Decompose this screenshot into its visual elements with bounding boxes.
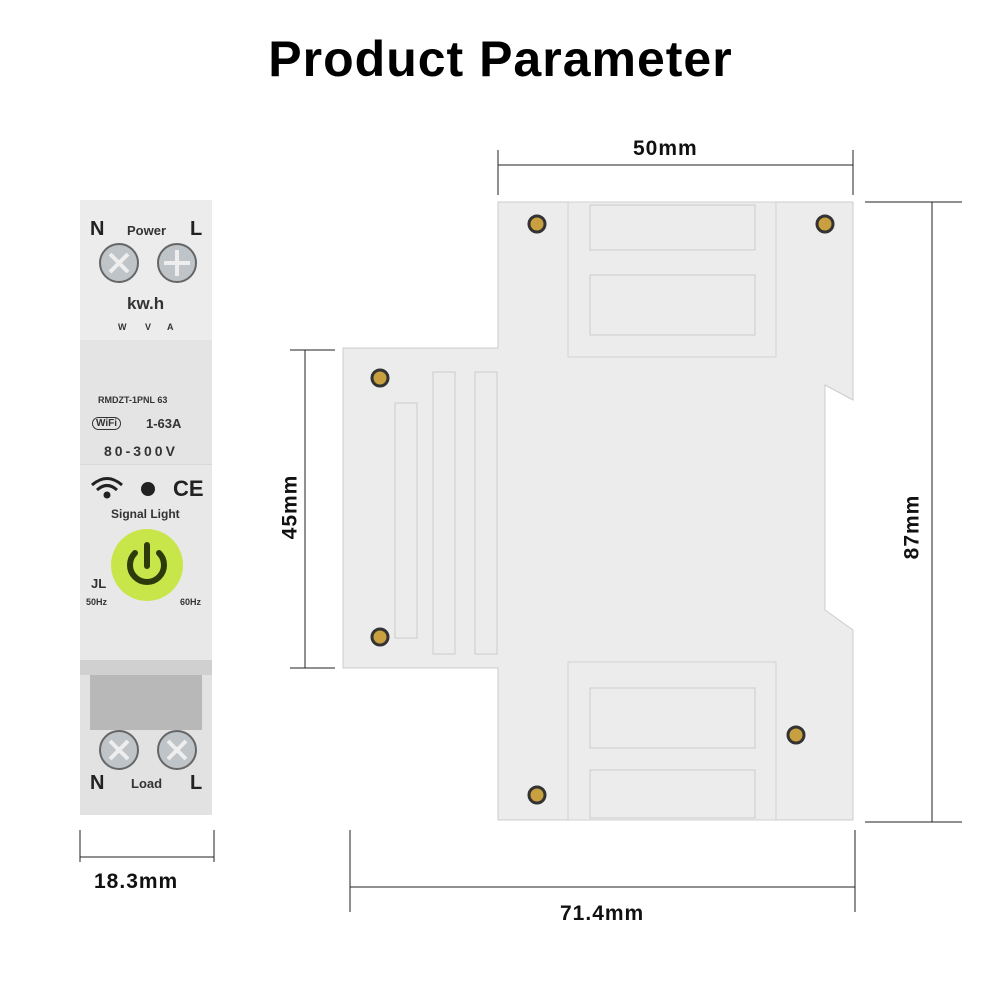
unit-a: A [167,322,174,332]
voltage-rating: 80-300V [104,443,178,459]
load-label: Load [131,776,163,791]
terminal-n-label: N [90,218,105,240]
total-height-label: 87mm [900,494,924,560]
signal-light-icon [141,482,155,496]
model-label: RMDZT-1PNL 63 [98,395,168,405]
freq-50-label: 50Hz [86,597,108,607]
load-l-label: L [190,772,203,794]
breaker-device [80,200,212,815]
unit-w: W [118,322,127,332]
module-width-label: 18.3mm [94,870,179,893]
power-icon [127,550,167,586]
unit-v: V [145,322,152,332]
housing-side-view [342,201,854,821]
side-height-label: 45mm [278,474,302,540]
wifi-icon [91,477,123,499]
depth-label: 71.4mm [560,902,645,925]
signal-light-label: Signal Light [111,507,180,521]
page-title: Product Parameter [268,31,733,87]
brand-label: JL [91,576,107,591]
meter-label: kw.h [127,294,165,313]
terminal-screw-icon [157,243,197,283]
terminal-screw-icon [99,243,139,283]
terminal-l-label: L [190,218,203,240]
current-rating: 1-63A [146,416,182,431]
wifi-badge: WiFi [92,417,122,430]
terminal-screw-icon [157,730,197,770]
terminal-screw-icon [99,730,139,770]
load-n-label: N [90,772,105,794]
freq-60-label: 60Hz [180,597,202,607]
mounting-hole-icon [370,214,835,805]
power-label: Power [127,223,167,238]
dimension-lines [79,150,962,912]
ce-mark: CE [173,476,204,501]
width-label: 50mm [633,137,698,160]
